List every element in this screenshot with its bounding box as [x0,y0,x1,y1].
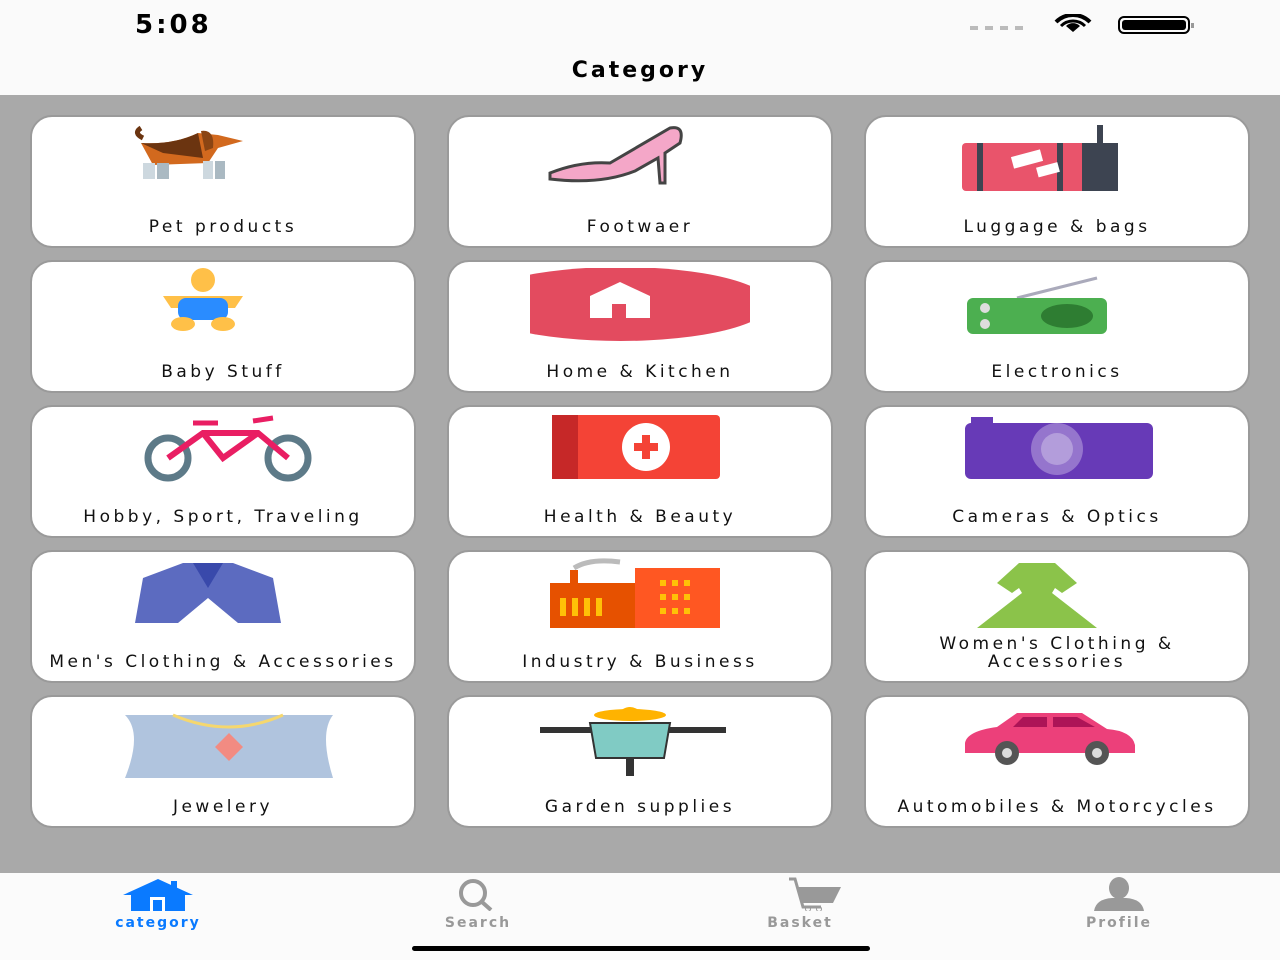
wifi-icon [1054,14,1092,32]
tab-label: Profile [1086,915,1152,931]
tab-category[interactable]: category [78,877,238,931]
category-card-home-kitchen[interactable]: Home & Kitchen [447,260,833,393]
category-card-women-s-clothing-accessories[interactable]: Women's Clothing & Accessories [864,550,1250,683]
bicycle-icon [144,415,312,482]
first-aid-icon [552,415,720,479]
tab-search[interactable]: Search [398,877,558,931]
category-label: Cameras & Optics [952,507,1162,527]
dress-icon [977,563,1097,628]
category-card-pet-products[interactable]: Pet products [30,115,416,248]
necklace-icon [125,713,333,778]
category-card-health-beauty[interactable]: Health & Beauty [447,405,833,538]
person-icon [1094,877,1144,911]
tab-profile[interactable]: Profile [1039,877,1199,931]
status-bar: 5:08 [0,0,1280,50]
house-icon [123,879,193,911]
category-label: Health & Beauty [543,507,737,527]
category-card-electronics[interactable]: Electronics [864,260,1250,393]
category-label: Footwaer [586,217,694,237]
high-heel-icon [548,126,683,185]
category-label: Home & Kitchen [546,362,734,382]
camera-icon [965,417,1153,479]
category-label: Luggage & bags [963,217,1151,237]
tab-label: category [115,915,201,931]
category-card-jewelery[interactable]: Jewelery [30,695,416,828]
category-card-footwaer[interactable]: Footwaer [447,115,833,248]
category-label: Hobby, Sport, Traveling [83,507,363,527]
status-time: 5:08 [135,10,212,40]
category-label: Jewelery [172,797,274,817]
dog-icon [135,125,243,179]
search-icon [459,879,493,912]
category-label: Automobiles & Motorcycles [897,797,1217,817]
car-icon [965,713,1135,765]
home-indicator[interactable] [412,946,870,951]
category-card-baby-stuff[interactable]: Baby Stuff [30,260,416,393]
category-label: Electronics [991,362,1123,382]
tab-label: Search [444,915,512,931]
suitcase-icon [962,125,1118,191]
signal-icon [970,26,1028,30]
category-label: Garden supplies [544,797,736,817]
scarecrow-icon [540,707,726,776]
category-label: Pet products [148,217,298,237]
tab-bar: category Search Basket Profile [0,873,1280,960]
category-card-men-s-clothing-accessories[interactable]: Men's Clothing & Accessories [30,550,416,683]
baby-icon [163,268,243,331]
category-label: Men's Clothing & Accessories [49,652,397,672]
category-card-luggage-bags[interactable]: Luggage & bags [864,115,1250,248]
battery-icon [1118,16,1194,34]
jacket-icon [135,563,281,623]
tab-label: Basket [767,915,833,931]
factory-icon [550,558,720,628]
category-label: Baby Stuff [161,362,285,382]
category-label: Women's Clothing & Accessories [939,634,1175,672]
radio-icon [967,276,1107,334]
house-icon [530,268,750,341]
category-card-garden-supplies[interactable]: Garden supplies [447,695,833,828]
cart-icon [789,877,841,912]
page-title: Category [571,58,709,83]
category-label: Industry & Business [522,652,758,672]
category-card-automobiles-motorcycles[interactable]: Automobiles & Motorcycles [864,695,1250,828]
category-card-industry-business[interactable]: Industry & Business [447,550,833,683]
category-card-hobby-sport-traveling[interactable]: Hobby, Sport, Traveling [30,405,416,538]
category-card-cameras-optics[interactable]: Cameras & Optics [864,405,1250,538]
tab-basket[interactable]: Basket [720,877,880,931]
